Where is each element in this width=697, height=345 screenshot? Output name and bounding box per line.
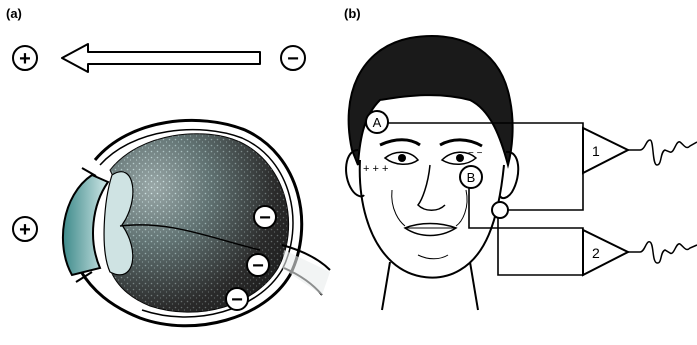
negative-pole-icon: − [281,46,305,70]
panel-a: (a) + − [6,6,330,326]
eye-negative-marks: − − [468,148,483,159]
electrode-b-label: B [467,170,476,185]
retina-negative-icon: − [247,254,269,277]
electrode-wiring [388,123,583,275]
panel-b: (b) [344,6,697,310]
amplifier-2: 2 [583,230,628,275]
positive-pole-icon: + [13,46,37,70]
amplifier-2-label: 2 [592,245,600,261]
retina-negative-icon: − [254,206,276,229]
current-direction-arrow [62,44,260,72]
output-trace-1 [628,140,697,165]
eyeball-cross-section [63,120,330,325]
retina-negative-icon: − [226,288,248,311]
positive-pole-sign: + [19,48,31,70]
electrode-b: B [460,166,482,188]
retina-negative-sign-2: − [252,255,264,277]
cheek-positive-signs: + + + [363,163,388,175]
negative-pole-sign: − [287,48,299,70]
cornea-positive-icon: + [13,217,37,241]
reference-electrode [492,202,508,218]
retina-negative-sign-3: − [231,289,243,311]
electrode-a: A [366,111,388,133]
panel-a-label: (a) [6,6,22,21]
cornea-positive-sign: + [19,219,31,241]
retina-negative-sign-1: − [259,207,271,229]
amplifier-1-label: 1 [592,143,600,159]
electrode-a-label: A [373,115,382,130]
amplifier-1: 1 [583,128,628,173]
output-trace-2 [628,242,697,263]
panel-b-label: (b) [344,6,361,21]
